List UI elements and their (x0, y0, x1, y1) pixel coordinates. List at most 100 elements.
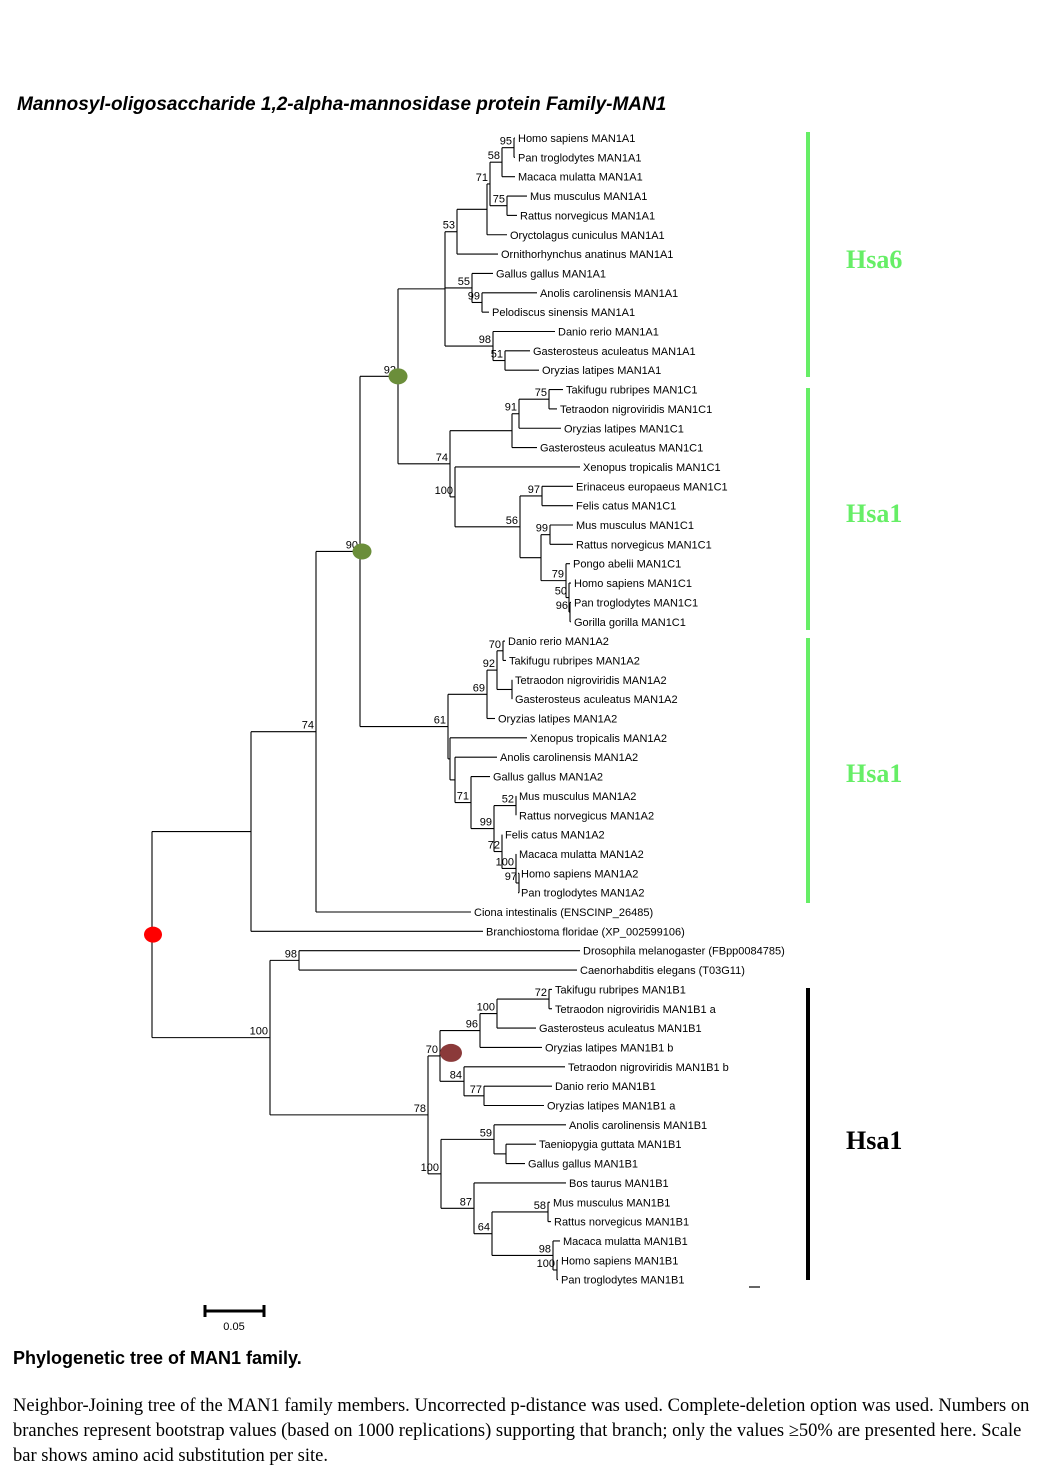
leaf-label: Danio rerio MAN1B1 (555, 1081, 656, 1093)
leaf-label: Homo sapiens MAN1B1 (561, 1255, 678, 1267)
bootstrap-value: 97 (505, 871, 517, 883)
leaf-label: Gasterosteus aculeatus MAN1A1 (533, 346, 696, 358)
leaf-label: Oryctolagus cuniculus MAN1A1 (510, 230, 665, 242)
bootstrap-value: 58 (534, 1200, 546, 1212)
leaf-label: Rattus norvegicus MAN1A2 (519, 810, 654, 822)
leaf-label: Ciona intestinalis (ENSCINP_26485) (474, 907, 653, 919)
bootstrap-value: 75 (535, 387, 547, 399)
bootstrap-value: 72 (488, 840, 500, 852)
leaf-label: Macaca mulatta MAN1B1 (563, 1236, 688, 1248)
bootstrap-value: 99 (536, 523, 548, 535)
bootstrap-value: 71 (476, 172, 488, 184)
leaf-label: Drosophila melanogaster (FBpp0084785) (583, 946, 785, 958)
leaf-label: Oryzias latipes MAN1B1 b (545, 1042, 673, 1054)
scale-bar: 0.05 (203, 1305, 266, 1333)
bootstrap-value: 51 (491, 349, 503, 361)
bootstrap-value: 84 (450, 1069, 462, 1081)
leaf-label: Gallus gallus MAN1A2 (493, 772, 603, 784)
bootstrap-value: 87 (460, 1196, 472, 1208)
bootstrap-value: 74 (302, 720, 314, 732)
leaf-label: Danio rerio MAN1A2 (508, 636, 609, 648)
leaf-label: Homo sapiens MAN1A2 (521, 868, 638, 880)
leaf-label: Felis catus MAN1C1 (576, 501, 676, 513)
leaf-label: Caenorhabditis elegans (T03G11) (580, 965, 745, 977)
leaf-label: Taeniopygia guttata MAN1B1 (539, 1139, 681, 1151)
bootstrap-value: 59 (480, 1127, 492, 1139)
caption-title: Phylogenetic tree of MAN1 family. (13, 1348, 302, 1368)
duplication-node-marker (352, 543, 372, 560)
leaf-label: Gorilla gorilla MAN1C1 (574, 617, 686, 629)
leaf-label: Mus musculus MAN1A2 (519, 791, 636, 803)
group-label: Hsa1 (846, 499, 902, 528)
leaf-label: Xenopus tropicalis MAN1C1 (583, 462, 721, 474)
leaf-label: Oryzias latipes MAN1A1 (542, 365, 661, 377)
bootstrap-value: 99 (480, 817, 492, 829)
group-label: Hsa1 (846, 759, 902, 788)
leaf-label: Felis catus MAN1A2 (505, 830, 605, 842)
bootstrap-value: 72 (535, 987, 547, 999)
leaf-label: Oryzias latipes MAN1C1 (564, 423, 684, 435)
leaf-label: Rattus norvegicus MAN1A1 (520, 210, 655, 222)
leaf-label: Homo sapiens MAN1C1 (574, 578, 692, 590)
leaf-label: Tetraodon nigroviridis MAN1C1 (560, 404, 712, 416)
leaf-label: Macaca mulatta MAN1A1 (518, 172, 643, 184)
bootstrap-value: 100 (537, 1258, 555, 1270)
duplication-node-marker (440, 1043, 462, 1062)
leaf-label: Pan troglodytes MAN1A1 (518, 152, 642, 164)
leaf-label: Oryzias latipes MAN1A2 (498, 714, 617, 726)
leaf-label: Erinaceus europaeus MAN1C1 (576, 481, 728, 493)
bootstrap-value: 70 (489, 639, 501, 651)
bootstrap-value: 100 (435, 485, 453, 497)
leaf-label: Anolis carolinensis MAN1A2 (500, 752, 638, 764)
leaf-label: Gallus gallus MAN1A1 (496, 268, 606, 280)
bootstrap-value: 75 (493, 194, 505, 206)
leaf-label: Danio rerio MAN1A1 (558, 327, 659, 339)
leaf-label: Bos taurus MAN1B1 (569, 1178, 669, 1190)
bootstrap-value: 91 (505, 402, 517, 414)
bootstrap-value: 98 (539, 1243, 551, 1255)
bootstrap-value: 98 (479, 334, 491, 346)
bootstrap-value: 98 (285, 948, 297, 960)
leaf-label: Anolis carolinensis MAN1B1 (569, 1120, 707, 1132)
bootstrap-value: 78 (414, 1103, 426, 1115)
bootstrap-value: 99 (468, 290, 480, 302)
leaf-label: Takifugu rubripes MAN1B1 (555, 984, 686, 996)
bootstrap-value: 61 (434, 715, 446, 727)
bootstrap-labels: 9558757153995551987591979996507956100749… (250, 136, 568, 1270)
leaf-label: Pan troglodytes MAN1A2 (521, 888, 645, 900)
bootstrap-value: 79 (552, 569, 564, 581)
bootstrap-value: 52 (502, 794, 514, 806)
leaf-label: Mus musculus MAN1B1 (553, 1197, 670, 1209)
leaf-label: Pelodiscus sinensis MAN1A1 (492, 307, 635, 319)
bootstrap-value: 96 (556, 600, 568, 612)
bootstrap-value: 50 (555, 586, 567, 598)
leaf-label: Anolis carolinensis MAN1A1 (540, 288, 678, 300)
leaf-label: Xenopus tropicalis MAN1A2 (530, 733, 667, 745)
leaf-label: Tetraodon nigroviridis MAN1A2 (515, 675, 667, 687)
leaf-label: Pan troglodytes MAN1C1 (574, 597, 698, 609)
bootstrap-value: 58 (488, 150, 500, 162)
leaf-label: Takifugu rubripes MAN1C1 (566, 385, 697, 397)
bootstrap-value: 77 (470, 1084, 482, 1096)
duplication-node-marker (388, 368, 408, 385)
bootstrap-value: 97 (528, 484, 540, 496)
leaf-label: Branchiostoma floridae (XP_002599106) (486, 926, 685, 938)
bootstrap-value: 95 (500, 136, 512, 148)
leaf-label: Takifugu rubripes MAN1A2 (509, 655, 640, 667)
leaf-label: Macaca mulatta MAN1A2 (519, 849, 644, 861)
bootstrap-value: 71 (457, 791, 469, 803)
leaf-label: Oryzias latipes MAN1B1 a (547, 1101, 676, 1113)
bootstrap-value: 56 (506, 515, 518, 527)
root-node-marker (144, 926, 162, 943)
leaf-label: Ornithorhynchus anatinus MAN1A1 (501, 249, 673, 261)
bootstrap-value: 100 (421, 1162, 439, 1174)
bootstrap-value: 100 (477, 1002, 495, 1014)
group-label: Hsa6 (846, 245, 902, 274)
leaf-label: Tetraodon nigroviridis MAN1B1 b (568, 1062, 729, 1074)
bootstrap-value: 69 (473, 682, 485, 694)
page-title: Mannosyl-oligosaccharide 1,2-alpha-manno… (17, 94, 667, 115)
bootstrap-value: 92 (483, 658, 495, 670)
